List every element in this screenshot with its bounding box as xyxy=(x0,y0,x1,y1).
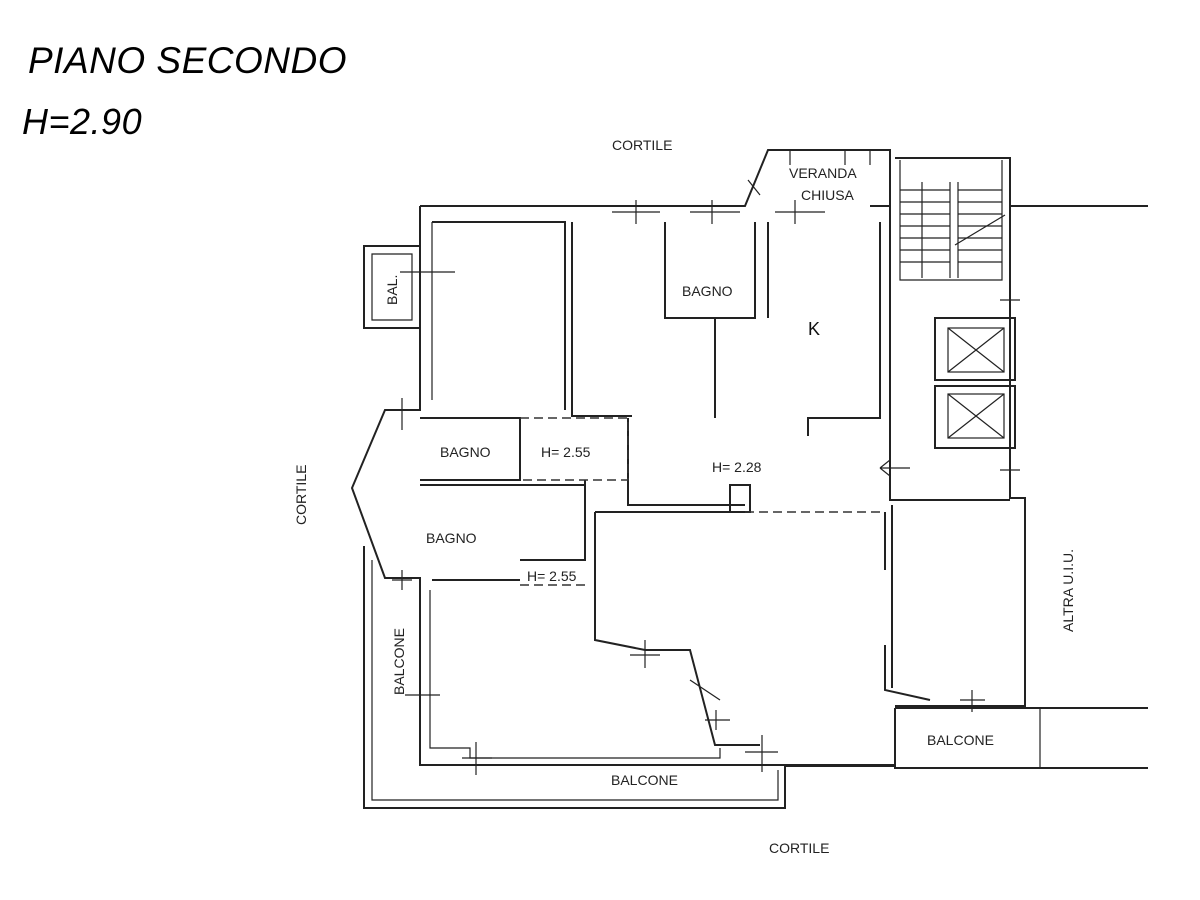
entry-arrow xyxy=(879,459,910,477)
label-balcone-right: BALCONE xyxy=(927,732,994,748)
ceiling-height-title: H=2.90 xyxy=(22,101,143,142)
label-h228: H= 2.28 xyxy=(712,459,762,475)
lift-2 xyxy=(934,385,1016,449)
dashed-boundaries xyxy=(520,417,885,586)
label-kitchen: K xyxy=(808,319,820,339)
label-veranda: VERANDA xyxy=(789,165,857,181)
label-bagno-low: BAGNO xyxy=(426,530,477,546)
stairwell xyxy=(899,160,1006,281)
label-altra-uiu: ALTRA U.I.U. xyxy=(1060,549,1076,632)
label-bal: BAL. xyxy=(384,275,400,305)
label-h255-b: H= 2.55 xyxy=(527,568,577,584)
label-bagno-mid: BAGNO xyxy=(440,444,491,460)
floor-title: PIANO SECONDO xyxy=(28,40,347,81)
label-cortile-top: CORTILE xyxy=(612,137,672,153)
label-h255-a: H= 2.55 xyxy=(541,444,591,460)
outer-walls xyxy=(350,149,1148,766)
label-bagno-top: BAGNO xyxy=(682,283,733,299)
interior-walls xyxy=(420,206,1010,746)
label-balcone-left: BALCONE xyxy=(391,628,407,695)
label-cortile-left: CORTILE xyxy=(293,465,309,525)
label-chiusa: CHIUSA xyxy=(801,187,855,203)
window-marks xyxy=(392,150,1020,775)
label-balcone-bottom: BALCONE xyxy=(611,772,678,788)
balcony-perimeter xyxy=(363,546,1148,809)
label-cortile-bottom: CORTILE xyxy=(769,840,829,856)
lift-1 xyxy=(934,317,1016,381)
